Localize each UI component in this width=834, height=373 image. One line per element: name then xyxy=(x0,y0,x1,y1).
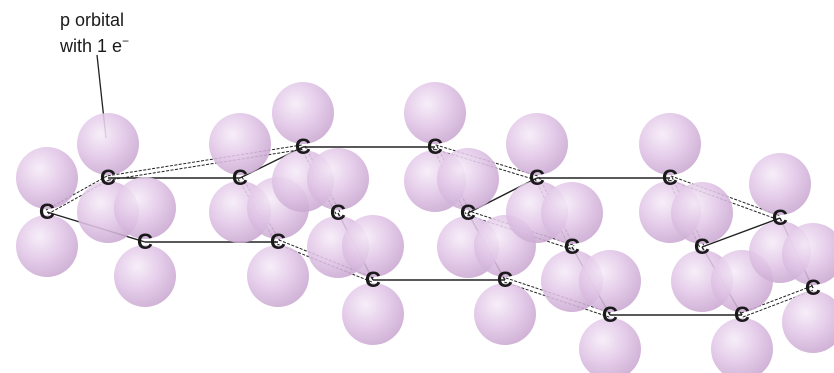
carbon-atom-label: C xyxy=(529,165,545,190)
p-orbital-lower-lobe xyxy=(247,245,309,307)
single-bond-line xyxy=(701,217,781,248)
pi-bond-dashed-line xyxy=(108,148,304,181)
p-orbital-upper-lobe xyxy=(506,113,568,175)
callout-line-2: with 1 e− xyxy=(60,31,129,57)
carbon-atom-label: C xyxy=(564,234,580,259)
p-orbital-upper-lobe xyxy=(749,153,811,215)
pi-bond-dashed-line xyxy=(741,285,813,314)
p-orbital-upper-lobe xyxy=(307,148,369,210)
p-orbital-callout-label: p orbital with 1 e− xyxy=(60,10,129,57)
p-orbital-lower-lobe xyxy=(474,283,536,345)
carbon-atom-label: C xyxy=(460,200,476,225)
p-orbital-upper-lobe xyxy=(114,177,176,239)
p-orbital-lower-lobe xyxy=(16,215,78,277)
callout-electron-superscript: − xyxy=(122,34,130,48)
p-orbital-upper-lobe xyxy=(639,113,701,175)
p-orbital-upper-lobe xyxy=(404,82,466,144)
p-orbital-lower-lobe xyxy=(579,318,641,373)
callout-line-1: p orbital xyxy=(60,10,125,30)
carbon-atom-label: C xyxy=(602,302,618,327)
carbon-atom-label: C xyxy=(772,205,788,230)
p-orbital-upper-lobe xyxy=(671,182,733,244)
p-orbital-lower-lobe xyxy=(114,245,176,307)
p-orbital-upper-lobe xyxy=(342,215,404,277)
carbon-atom-label: C xyxy=(270,229,286,254)
p-orbital-upper-lobe xyxy=(272,82,334,144)
carbon-atom-label: C xyxy=(295,134,311,159)
p-orbital-upper-lobe xyxy=(782,223,834,285)
carbon-atom-label: C xyxy=(734,302,750,327)
carbon-atom-label: C xyxy=(662,165,678,190)
pi-bond-dashed-line xyxy=(45,175,108,211)
p-orbital-upper-lobe xyxy=(579,250,641,312)
carbon-atom-label: C xyxy=(137,229,153,254)
carbon-atom-label: C xyxy=(232,165,248,190)
p-orbital-lower-lobe xyxy=(711,318,773,373)
carbon-atom-label: C xyxy=(330,200,346,225)
p-orbital-upper-lobe xyxy=(209,113,271,175)
p-orbital-upper-lobe xyxy=(541,182,603,244)
carbon-atom-label: C xyxy=(100,165,116,190)
carbon-atom-label: C xyxy=(497,267,513,292)
carbon-atom-label: C xyxy=(694,234,710,259)
carbon-atom-label: C xyxy=(805,275,821,300)
p-orbital-upper-lobe xyxy=(77,113,139,175)
carbon-atom-label: C xyxy=(427,134,443,159)
carbon-atom-label: C xyxy=(365,267,381,292)
p-orbital-lower-lobe xyxy=(342,283,404,345)
callout-line-2-text: with 1 e xyxy=(60,36,123,56)
p-orbital-upper-lobe xyxy=(437,148,499,210)
carbon-atom-label: C xyxy=(39,199,55,224)
p-orbital-upper-lobe xyxy=(16,147,78,209)
p-orbital-lower-lobe xyxy=(782,291,834,353)
